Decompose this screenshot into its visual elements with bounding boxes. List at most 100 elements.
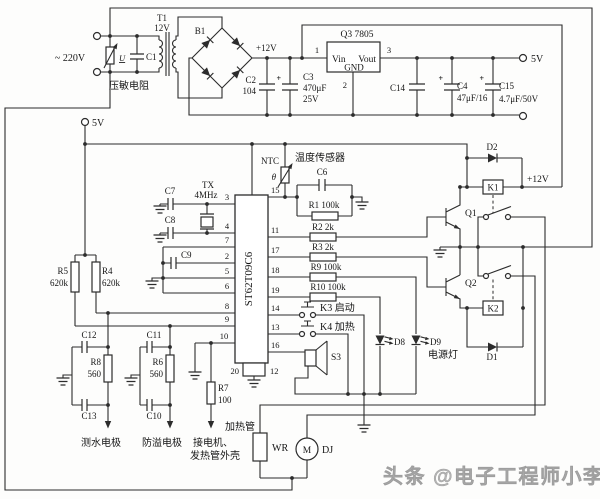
- pin-9: 9: [225, 314, 229, 324]
- b1-label: B1: [195, 26, 206, 36]
- rail-5v-out-label: 5V: [531, 54, 544, 65]
- bridge-rectifier-b1: [191, 27, 253, 89]
- c10-label: C10: [146, 411, 162, 421]
- c3-value-label: 470μF: [303, 83, 326, 93]
- theta-label: θ: [272, 172, 277, 182]
- c14-label: C14: [390, 83, 406, 93]
- d1-label: D1: [487, 352, 498, 362]
- ground-symbols: [56, 201, 447, 433]
- switch-circles: [298, 311, 317, 338]
- c13-label: C13: [81, 411, 97, 421]
- pin-11: 11: [271, 225, 279, 235]
- relay-k1-coil: [482, 179, 504, 195]
- c4-value-label: 47μF/16: [457, 93, 488, 103]
- varistor-u-label: U: [119, 53, 126, 63]
- r4-ref-label: R4: [102, 266, 113, 276]
- led-d9: [411, 335, 430, 346]
- temp-sensor-label: 温度传感器: [295, 151, 345, 164]
- pin-7: 7: [225, 235, 229, 245]
- crystal-tx: [200, 216, 214, 228]
- r8-value-label: 560: [88, 369, 102, 379]
- relay-k2-coil: [482, 300, 504, 316]
- regulator-label: Q3 7805: [341, 30, 374, 40]
- ntc-label: NTC: [261, 156, 279, 166]
- reg-pin1-label: 1: [315, 45, 319, 55]
- c6-label: C6: [317, 167, 328, 177]
- r6-value-label: 560: [150, 369, 164, 379]
- tx-value-label: 4MHz: [195, 190, 218, 200]
- c3-voltage-label: 25V: [303, 94, 319, 104]
- motor-m-label: M: [303, 446, 312, 456]
- electrode-arrows: [104, 421, 215, 429]
- r1-label: R1 100k: [309, 200, 340, 210]
- capacitor-plates: [81, 53, 501, 411]
- labels: ~ 220V U 压敏电阻 C1 T1 12V B1 +12V C2 104 C…: [50, 13, 549, 462]
- pin-10: 10: [220, 331, 229, 341]
- rail-12v-label: +12V: [256, 43, 277, 53]
- motor-dj: [295, 437, 319, 461]
- r5-ref-label: R5: [57, 266, 68, 276]
- vin-label: Vin: [332, 55, 346, 65]
- t1-value-label: 12V: [154, 23, 170, 33]
- c4-ref-label: C4: [457, 81, 468, 91]
- pin-16: 16: [271, 340, 280, 350]
- resistor-bodies: [70, 211, 339, 405]
- heater-tube-label: 加热管: [225, 420, 255, 433]
- c4-plus: +: [438, 74, 443, 83]
- pin-2: 2: [225, 251, 229, 261]
- speaker-s3: [304, 349, 317, 367]
- probe-overflow-label: 防溢电极: [142, 436, 182, 449]
- probe-water-label: 测水电极: [81, 436, 121, 449]
- r10-label: R10 100k: [310, 282, 346, 292]
- pin-17: 17: [271, 245, 280, 255]
- q2-emitter-arrow: [453, 294, 460, 299]
- k1-label: K1: [488, 183, 499, 193]
- d8-label: D8: [394, 337, 405, 347]
- c3-plus: +: [276, 74, 281, 83]
- c12-label: C12: [81, 330, 96, 340]
- r3-label: R3 2k: [312, 242, 334, 252]
- c1-label: C1: [146, 52, 157, 62]
- motor-shell-label-2: 发热管外壳: [190, 449, 240, 462]
- k3-label: K3 启动: [320, 301, 355, 314]
- pin-13: 13: [271, 322, 280, 332]
- pin-12: 12: [270, 366, 279, 376]
- pin-6: 6: [225, 281, 229, 291]
- pin-8: 8: [225, 301, 229, 311]
- led-d8: [375, 335, 394, 346]
- rail-12v-relay-label: +12V: [527, 175, 549, 185]
- watermark-text: 头条 @电子工程师小李: [383, 464, 600, 488]
- tx-ref-label: TX: [202, 180, 214, 190]
- r4-value-label: 620k: [102, 278, 121, 288]
- c9-label: C9: [181, 250, 192, 260]
- relay-contacts: [482, 205, 512, 280]
- r7-ref-label: R7: [218, 383, 229, 393]
- pin-14: 14: [271, 303, 280, 313]
- d2-label: D2: [487, 142, 498, 152]
- motor-shell-label-1: 接电机、: [193, 436, 233, 449]
- c15-plus: +: [479, 74, 484, 83]
- transformer-t1: [158, 32, 177, 76]
- circuit-wires: [4, 7, 593, 491]
- pin-19: 19: [271, 285, 280, 295]
- d9-label: D9: [430, 337, 441, 347]
- ac-input-label: ~ 220V: [55, 53, 86, 64]
- pin-18: 18: [271, 265, 280, 275]
- q2-label: Q2: [465, 279, 477, 289]
- pin-3: 3: [225, 192, 229, 202]
- r8-ref-label: R8: [90, 357, 101, 367]
- reg-pin3-label: 3: [387, 45, 391, 55]
- varistor-name-label: 压敏电阻: [109, 79, 149, 92]
- mcu-st62t09c6: [234, 194, 269, 377]
- rail-5v-left-label: 5V: [92, 118, 105, 129]
- s3-label: S3: [331, 353, 341, 363]
- r9-label: R9 100k: [311, 262, 342, 272]
- wr-label: WR: [272, 443, 288, 454]
- varistor: [103, 43, 118, 69]
- diode-d2: [488, 153, 498, 163]
- q1-emitter-arrow: [453, 224, 460, 229]
- c3-ref-label: C3: [303, 72, 314, 82]
- diode-d1: [488, 342, 498, 352]
